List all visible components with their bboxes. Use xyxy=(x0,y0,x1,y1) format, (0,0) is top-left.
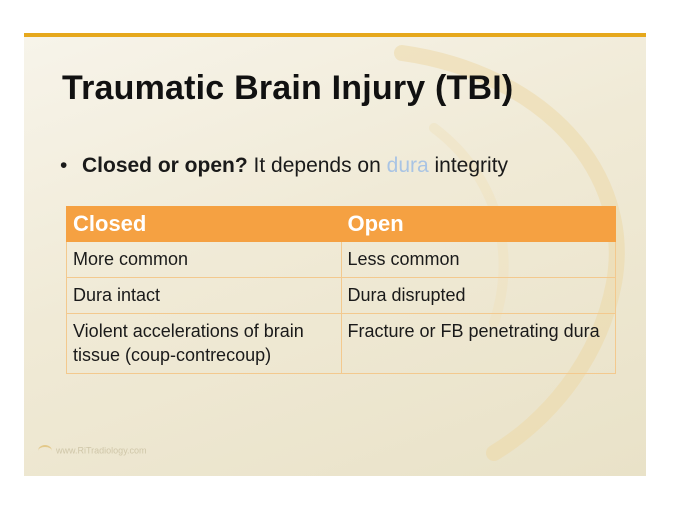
table-header-row: Closed Open xyxy=(66,206,616,242)
bullet-marker: • xyxy=(60,154,68,177)
header-closed: Closed xyxy=(66,206,342,242)
bullet-bold-text: Closed or open? xyxy=(82,154,248,177)
table-cell: Fracture or FB penetrating dura xyxy=(340,313,616,374)
table-cell: Violent accelerations of brain tissue (c… xyxy=(66,313,342,374)
top-accent-rule xyxy=(24,33,646,37)
header-open: Open xyxy=(340,206,616,242)
table-cell: Dura disrupted xyxy=(340,277,616,314)
footer-watermark: www.RiTradiology.com xyxy=(38,445,147,457)
table-row: Violent accelerations of brain tissue (c… xyxy=(66,313,616,374)
table-cell: Dura intact xyxy=(66,277,342,314)
table-row: Dura intact Dura disrupted xyxy=(66,277,616,314)
bullet-text-after: integrity xyxy=(428,154,509,177)
table-cell: Less common xyxy=(340,241,616,278)
bullet-text-before: It depends on xyxy=(247,154,387,177)
bullet-highlight-word: dura xyxy=(386,154,429,177)
watermark-logo-icon xyxy=(38,445,52,457)
table-row: More common Less common xyxy=(66,241,616,278)
footer-text: www.RiTradiology.com xyxy=(56,445,147,456)
table-cell: More common xyxy=(66,241,342,278)
slide: Traumatic Brain Injury (TBI) • Closed or … xyxy=(24,33,646,476)
comparison-table: Closed Open More common Less common Dura… xyxy=(66,206,616,374)
bullet-point: • Closed or open? It depends on dura inte… xyxy=(60,154,508,178)
slide-title: Traumatic Brain Injury (TBI) xyxy=(62,69,514,107)
